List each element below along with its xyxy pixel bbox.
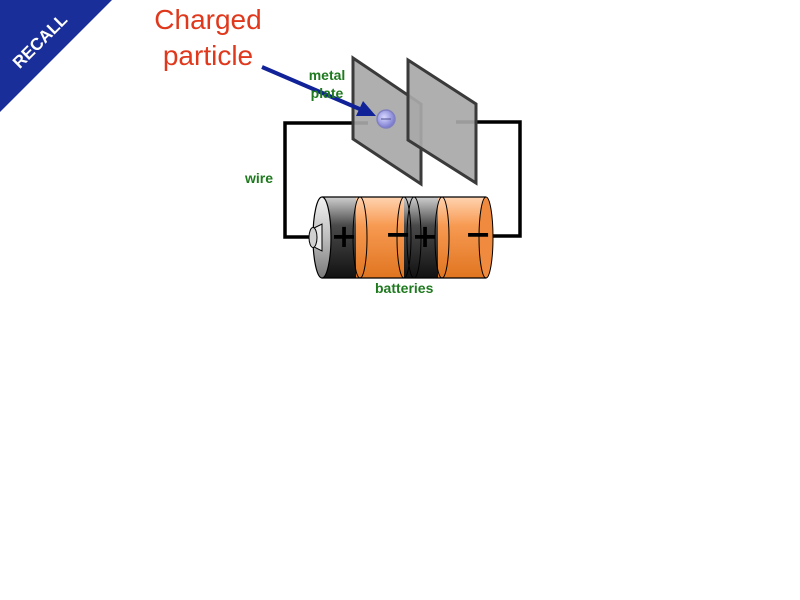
charged-particle-heading: Charged particle [146,2,270,74]
wire-right [456,120,522,238]
wire-label: wire [245,170,274,186]
battery-terminal-tip [308,227,318,248]
pointer-arrow [261,65,376,116]
battery-2-negative-sign: − [465,215,492,253]
wire-left [283,121,368,239]
battery-stack: + − + − [308,196,494,279]
battery-2-positive-cap [404,197,442,278]
battery-1-body [356,197,414,278]
metal-plate-label: metal plate [300,66,354,102]
recall-badge: RECALL [0,0,112,112]
metal-plate-right [406,57,478,186]
metal-plate-label-line-2: plate [310,85,344,101]
heading-line-1: Charged [154,4,262,35]
recall-badge-background [0,0,112,112]
battery-outline [322,196,486,279]
battery-1-positive-sign: + [331,217,358,255]
batteries-label: batteries [375,280,434,296]
battery-2-positive-sign: + [412,217,439,255]
heading-line-2: particle [162,40,254,71]
metal-plate-label-line-1: metal [308,67,346,83]
battery-1-positive-cap [322,197,360,278]
battery-2-body [438,197,486,278]
battery-1-negative-sign: − [385,215,412,253]
